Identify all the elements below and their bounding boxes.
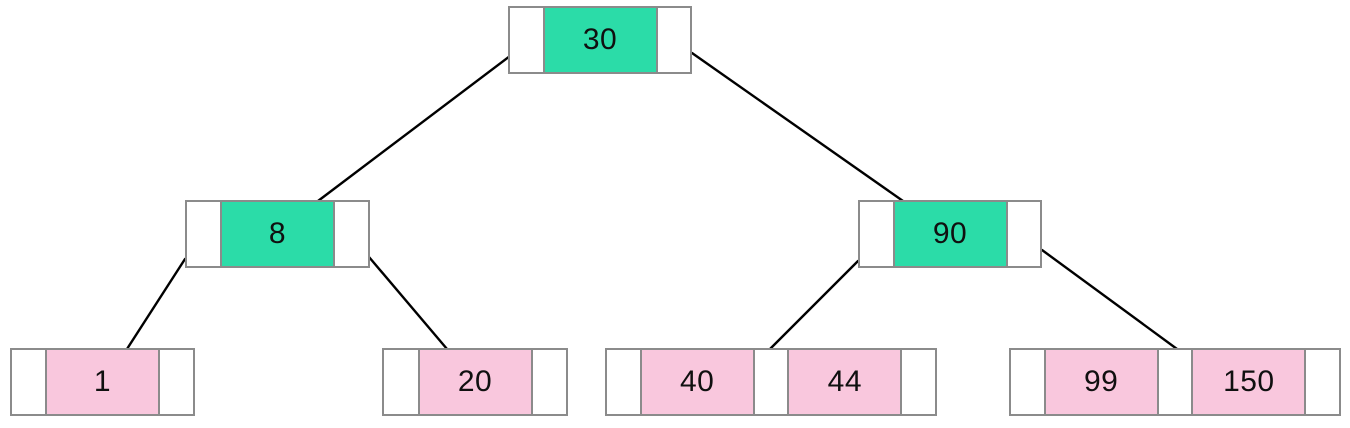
pointer-cell	[532, 350, 566, 414]
key-cell: 1	[45, 350, 160, 414]
tree-node-leaf-1: 1	[10, 348, 195, 416]
tree-node-90: 90	[858, 200, 1042, 268]
key-cell: 30	[542, 8, 658, 72]
edge-node-8-to-leaf-20	[367, 255, 449, 351]
key-cell: 8	[220, 202, 335, 266]
pointer-cell	[187, 202, 220, 266]
tree-node-leaf-40-44: 40 44	[605, 348, 937, 416]
pointer-cell	[754, 350, 788, 414]
edge-root-to-node-8	[316, 54, 512, 203]
tree-node-8: 8	[185, 200, 370, 268]
pointer-cell	[160, 350, 193, 414]
tree-node-root-30: 30	[508, 6, 692, 74]
pointer-cell	[12, 350, 45, 414]
key-cell: 20	[417, 350, 533, 414]
pointer-cell	[1011, 350, 1044, 414]
edge-node-8-to-leaf-1	[125, 257, 187, 351]
pointer-cell	[1306, 350, 1340, 414]
pointer-cell	[607, 350, 640, 414]
tree-node-leaf-99-150: 99 150	[1009, 348, 1341, 416]
pointer-cell	[1158, 350, 1192, 414]
pointer-cell	[902, 350, 936, 414]
pointer-cell	[1007, 202, 1040, 266]
key-cell: 90	[892, 202, 1008, 266]
key-cell: 40	[639, 350, 755, 414]
key-cell: 44	[787, 350, 903, 414]
key-cell: 150	[1191, 350, 1307, 414]
key-cell: 99	[1043, 350, 1159, 414]
tree-node-leaf-20: 20	[382, 348, 568, 416]
pointer-cell	[335, 202, 368, 266]
pointer-cell	[510, 8, 543, 72]
edge-node-90-to-leaf-40	[768, 259, 860, 351]
edge-root-to-node-90	[690, 51, 905, 203]
pointer-cell	[860, 202, 893, 266]
pointer-cell	[384, 350, 418, 414]
edge-node-90-to-leaf-99	[1040, 248, 1179, 351]
pointer-cell	[657, 8, 690, 72]
